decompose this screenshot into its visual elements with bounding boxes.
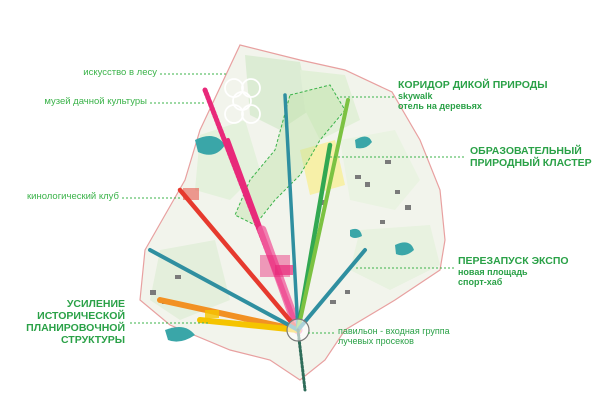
- water-bodies: [165, 136, 414, 342]
- corridor-lime: [296, 98, 350, 332]
- label-expo-relaunch: ПЕРЕЗАПУСК ЭКСПО новая площадь спорт-хаб: [458, 255, 569, 288]
- label-edu-cluster: ОБРАЗОВАТЕЛЬНЫЙ ПРИРОДНЫЙ КЛАСТЕР: [470, 145, 592, 170]
- label-pavilion: павильон - входная группа лучевых просек…: [338, 326, 450, 347]
- corridor-teal-mid: [283, 93, 300, 332]
- label-historic-structure: УСИЛЕНИЕ ИСТОРИЧЕСКОЙ ПЛАНИРОВОЧНОЙ СТРУ…: [26, 298, 125, 347]
- label-wildlife-corridor: КОРИДОР ДИКОЙ ПРИРОДЫ skywalk отель на д…: [398, 79, 548, 112]
- label-art-in-forest: искусство в лесу: [83, 67, 157, 78]
- leader-lines: [122, 73, 465, 334]
- corridor-teal-right: [296, 248, 367, 332]
- label-dacha-museum: музей дачной культуры: [44, 96, 147, 107]
- radial-corridors: [148, 87, 367, 392]
- label-kennel-club: кинологический клуб: [27, 191, 119, 202]
- pavilion-node: [286, 318, 310, 342]
- corridor-yellow: [197, 317, 301, 333]
- corridor-teal-left: [148, 248, 300, 332]
- corridor-red: [177, 187, 301, 333]
- highlight-zones: [183, 188, 293, 318]
- olympic-rings-icon: [224, 78, 261, 124]
- corridor-pink-wide: [257, 225, 303, 335]
